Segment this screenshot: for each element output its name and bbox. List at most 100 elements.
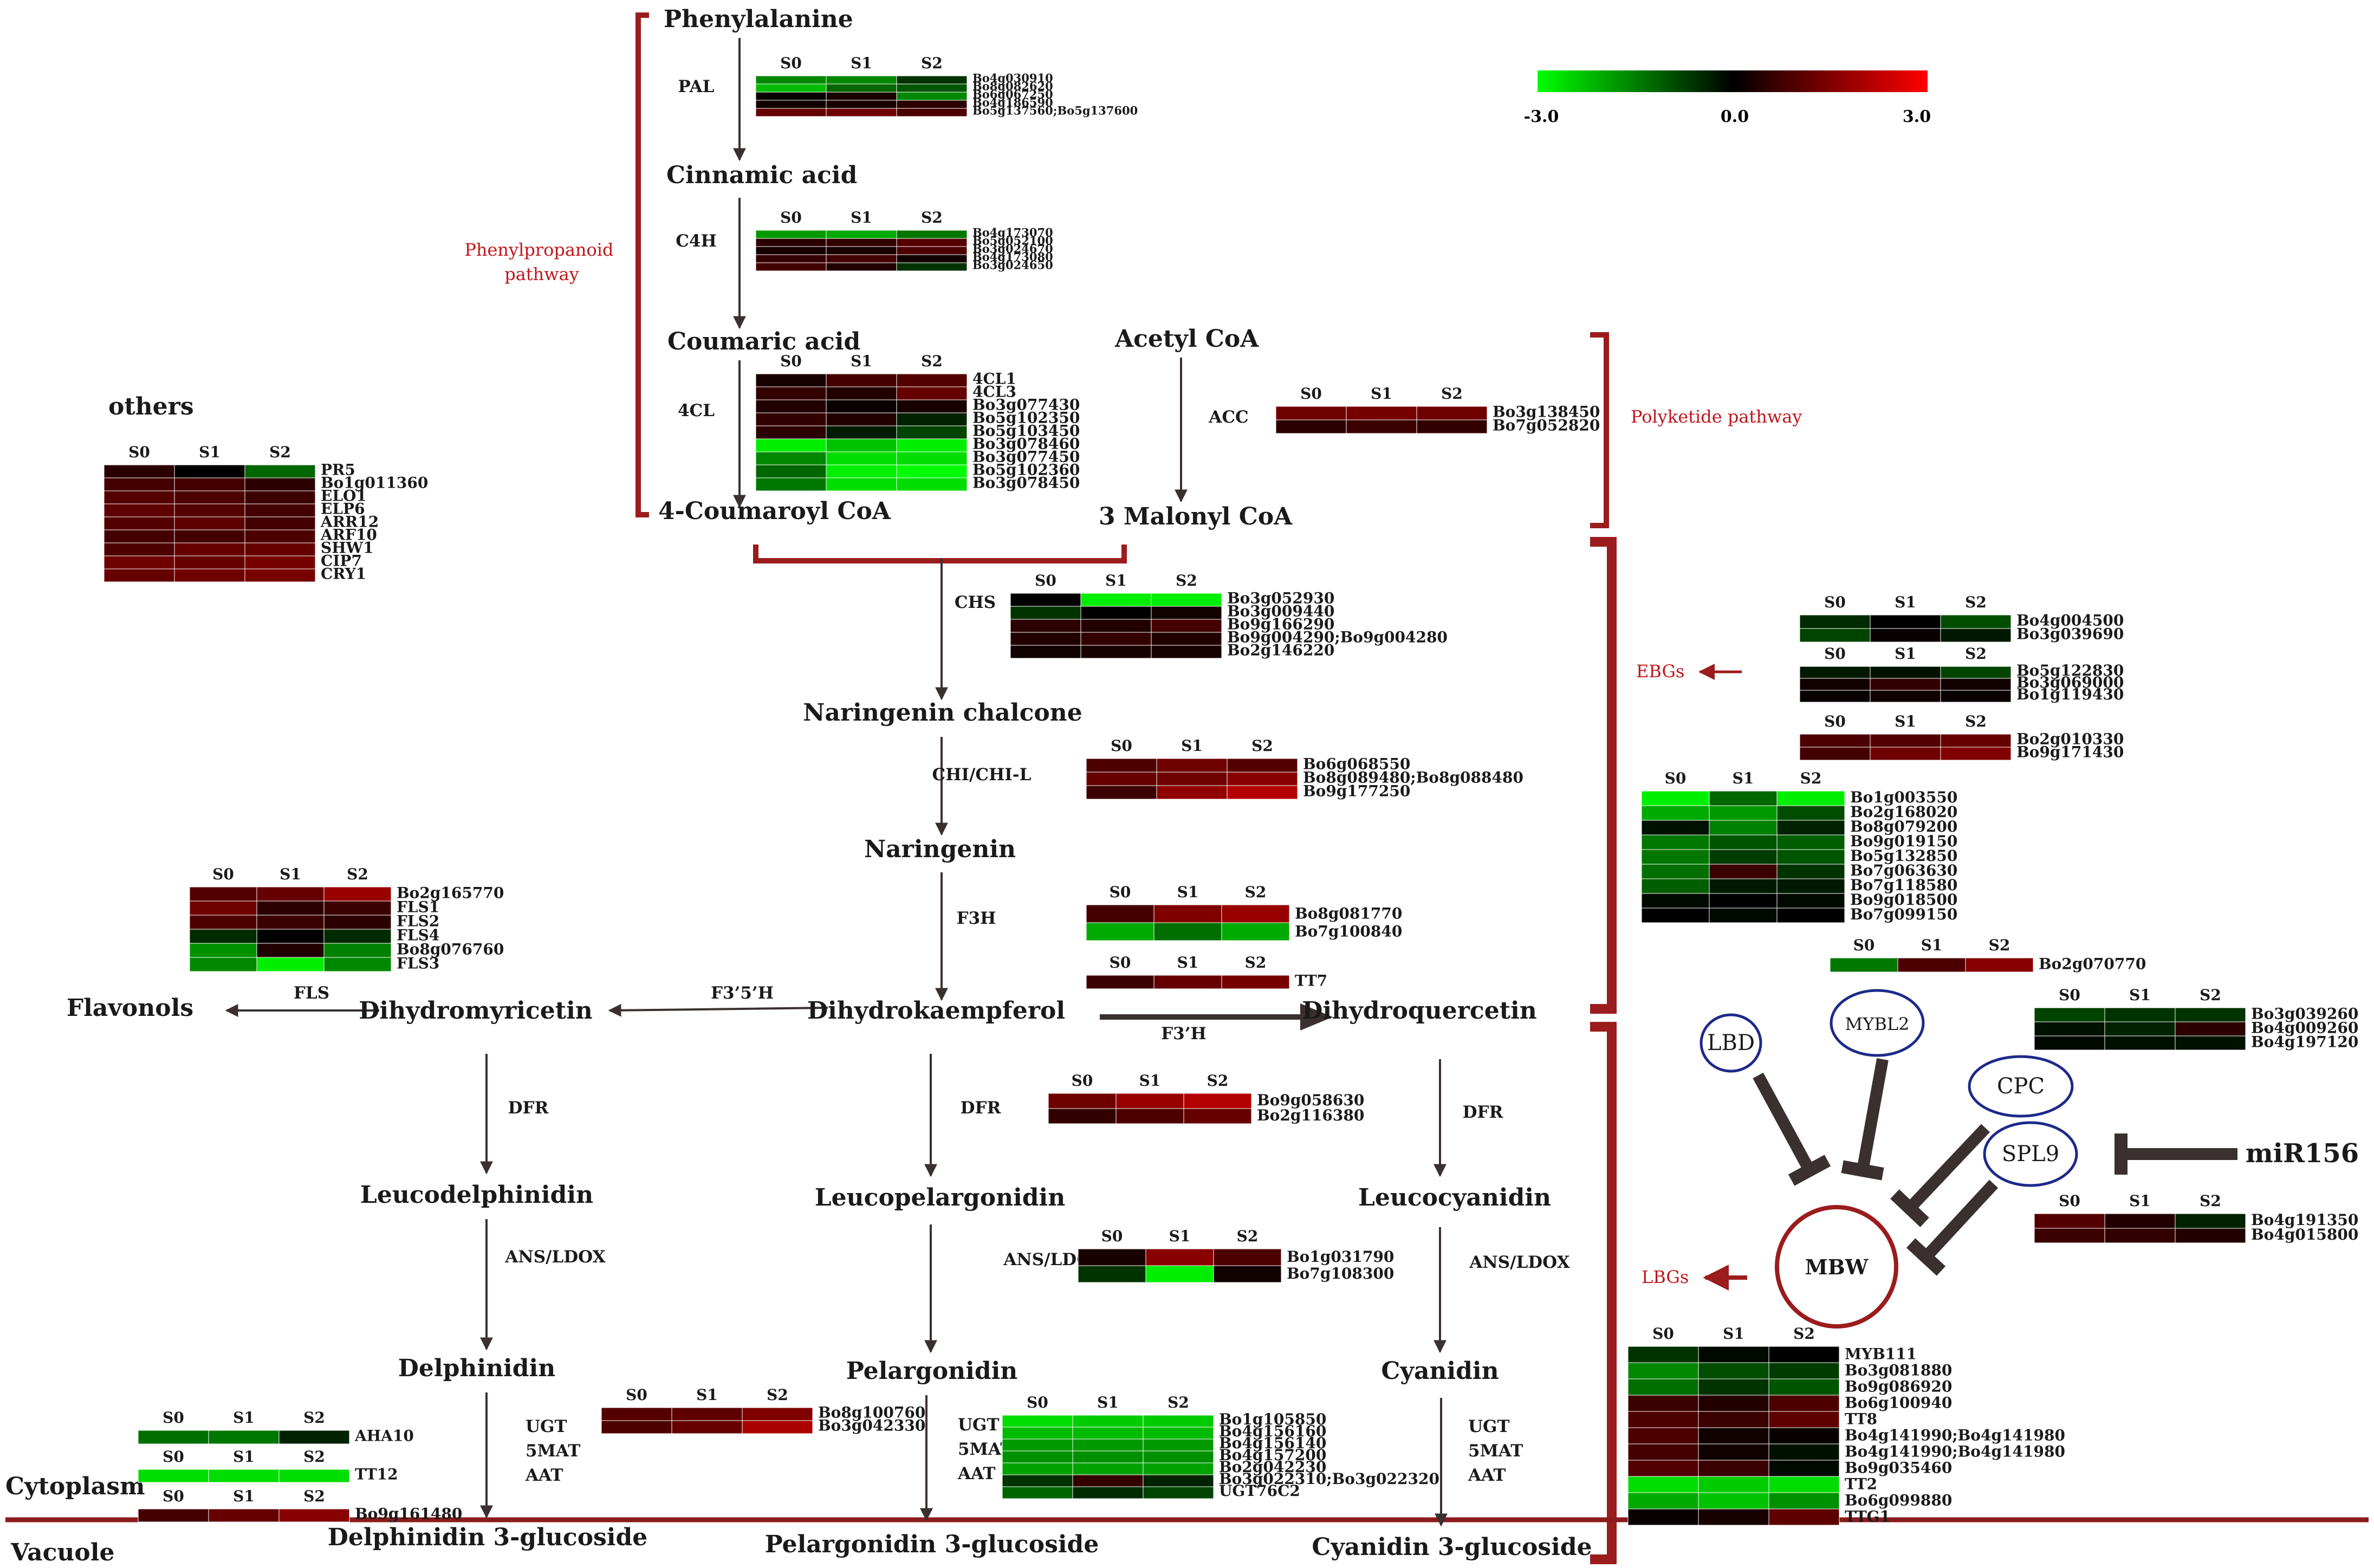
sample-label: S1 xyxy=(851,209,872,226)
gene-label: Bo4g009260 xyxy=(2251,1019,2358,1036)
heatmap-cell xyxy=(1698,1492,1769,1509)
compound-pel3g: Pelargonidin 3-glucoside xyxy=(765,1531,1099,1558)
mybl2-inhibits-mbw xyxy=(1857,1058,1889,1171)
sample-label: S2 xyxy=(347,865,368,883)
heatmap-cell xyxy=(323,900,392,916)
phenylpropanoid-bracket xyxy=(635,12,1127,563)
gene-label: Bo3g078460 xyxy=(972,435,1080,453)
heatmap-cell xyxy=(1221,922,1290,941)
heatmap-cell xyxy=(1799,666,1871,679)
gene-label: Bo5g102350 xyxy=(972,409,1080,427)
heatmap-cell xyxy=(1897,957,1966,973)
heatmap-cell xyxy=(896,254,968,263)
sample-label: S2 xyxy=(2200,1192,2221,1210)
regulator-lbd-shape xyxy=(1700,1013,1762,1073)
gene-label: Bo5g137560;Bo5g137600 xyxy=(972,104,1138,118)
heatmap-cell xyxy=(1776,834,1845,850)
gene-label: Bo3g042330 xyxy=(818,1417,925,1435)
regulator-lbd: LBD xyxy=(1707,1031,1755,1055)
heatmap-cell xyxy=(1010,593,1081,607)
heatmap-cell xyxy=(1072,1415,1144,1428)
heatmap-cell xyxy=(742,1407,813,1421)
heatmap-cell xyxy=(1940,747,2012,761)
heatmap-cell xyxy=(256,957,325,972)
heatmap-cell xyxy=(323,943,392,958)
heatmap-cell xyxy=(1776,849,1845,865)
color-scale: -3.0 0.0 3.0 xyxy=(1524,70,1931,126)
heatmap-cell xyxy=(323,957,392,972)
ebg-bracket xyxy=(1590,537,1617,1014)
sample-label: S2 xyxy=(269,443,291,461)
sample-label: S0 xyxy=(1652,1325,1674,1343)
heatmap-cell xyxy=(742,1420,813,1434)
heatmap-cell xyxy=(896,477,968,491)
sample-label: S0 xyxy=(1110,954,1131,971)
sample-label: S1 xyxy=(1921,936,1943,954)
gene-label: Bo4g197120 xyxy=(2251,1033,2358,1051)
sample-label: S0 xyxy=(1101,1227,1123,1245)
heatmap-cell xyxy=(755,477,827,491)
heatmap-cell xyxy=(1143,1486,1214,1499)
heatmap-cell xyxy=(1627,1460,1699,1477)
heatmap-cell xyxy=(1346,406,1417,420)
heatmap-cell xyxy=(896,83,968,93)
sample-label: S2 xyxy=(1237,1227,1259,1245)
heatmap-cell xyxy=(1776,878,1845,894)
heatmap-cell xyxy=(1940,666,2012,679)
gene-label: Bo1g011360 xyxy=(321,474,428,492)
gene-label: Bo9g035460 xyxy=(1845,1459,1952,1476)
regulator-mybl2: MYBL2 xyxy=(1845,1014,1909,1034)
heatmap-cell xyxy=(1776,820,1845,835)
heatmap-cell xyxy=(1086,785,1157,800)
heatmap-cell xyxy=(1213,1248,1282,1266)
compound-dhq: Dihydroquercetin xyxy=(1302,997,1536,1025)
heatmap-cell xyxy=(189,943,257,958)
heatmap-cell xyxy=(174,477,245,491)
sample-label: S0 xyxy=(1300,385,1322,403)
heatmap-cell xyxy=(1080,606,1152,620)
gene-label: SHW1 xyxy=(321,539,374,557)
sample-label: S0 xyxy=(163,1448,184,1466)
compound-coumaric: Coumaric acid xyxy=(667,328,860,355)
heatmap-cell xyxy=(896,230,968,239)
heatmap-cell xyxy=(1156,772,1228,786)
heatmap-cell xyxy=(174,503,245,517)
heatmap-cell xyxy=(1641,834,1710,850)
heatmap-cell xyxy=(323,929,392,944)
compound-dhm: Dihydromyricetin xyxy=(359,997,593,1025)
heatmap-cell xyxy=(1641,878,1710,894)
heatmap-cell xyxy=(1143,1450,1214,1463)
heatmap-cell xyxy=(1143,1439,1214,1452)
heatmap-cell xyxy=(1627,1492,1699,1509)
heatmap-cell xyxy=(1709,849,1778,865)
heatmap-cell xyxy=(1776,805,1845,821)
heatmap-cell xyxy=(1275,406,1347,420)
enzyme-dfr3: DFR xyxy=(1463,1103,1503,1122)
heatmap-cell xyxy=(1627,1346,1699,1363)
heatmap-cell xyxy=(1221,904,1290,923)
heatmap-cell xyxy=(1641,791,1710,806)
heatmap-cell xyxy=(1768,1476,1840,1493)
sample-label: S1 xyxy=(1371,385,1392,403)
compound-phenylalanine: Phenylalanine xyxy=(664,5,853,33)
enzyme-pal: PAL xyxy=(678,77,715,96)
heatmap-cell xyxy=(103,490,175,504)
heatmap-cell xyxy=(2175,1021,2246,1036)
sample-label: S1 xyxy=(2129,986,2151,1004)
f3h-thick-arrow xyxy=(1100,1003,1333,1031)
enzyme-c4h: C4H xyxy=(676,231,717,251)
heatmap-cell xyxy=(755,230,827,239)
heatmap-cell xyxy=(1213,1265,1282,1283)
heatmap-cell xyxy=(1768,1492,1840,1509)
regulator-cpc: CPC xyxy=(1997,1074,2045,1099)
sample-label: S1 xyxy=(851,352,872,370)
heatmap-cell xyxy=(1627,1427,1699,1444)
heatmap-cell xyxy=(1776,864,1845,879)
heatmap-cell xyxy=(826,438,897,452)
mbw-complex-shape xyxy=(1775,1205,1898,1329)
sample-label: S2 xyxy=(1245,883,1267,901)
enzyme-dfr2: DFR xyxy=(961,1098,1001,1118)
